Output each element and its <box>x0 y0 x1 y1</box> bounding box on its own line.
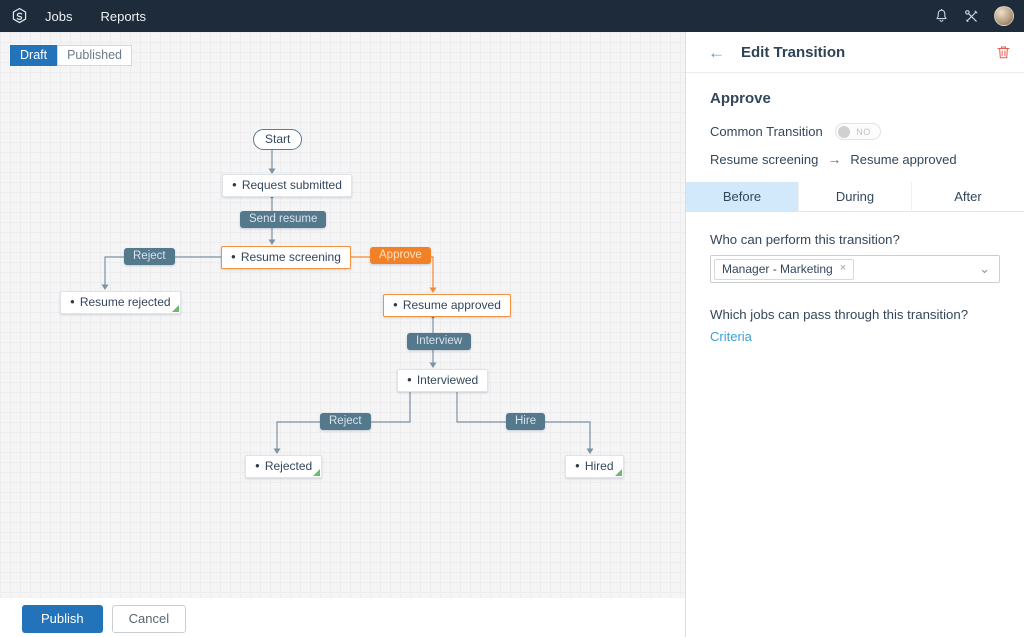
blueprint-canvas[interactable]: Draft Published <box>0 32 685 598</box>
tab-draft[interactable]: Draft <box>10 45 58 66</box>
toggle-knob <box>837 125 850 138</box>
state-dot-icon: ● <box>255 461 260 470</box>
flow-node-resume-rejected[interactable]: ● Resume rejected <box>60 291 181 314</box>
route-from-state: Resume screening <box>710 151 819 167</box>
criteria-link[interactable]: Criteria <box>710 329 752 344</box>
performer-chip-label: Manager - Marketing <box>722 261 833 276</box>
flow-transition-label: Approve <box>379 249 422 261</box>
route-to-state: Resume approved <box>850 151 957 167</box>
flow-transition-reject-screening[interactable]: Reject <box>124 248 175 265</box>
tools-settings-icon[interactable] <box>964 9 979 24</box>
performers-question: Who can perform this transition? <box>710 232 900 247</box>
publish-button[interactable]: Publish <box>22 605 103 633</box>
flow-node-label: Start <box>265 132 291 146</box>
flow-node-label: Resume screening <box>240 250 341 264</box>
tab-during[interactable]: During <box>798 182 911 212</box>
nav-item-reports[interactable]: Reports <box>100 8 146 24</box>
flow-node-label: Resume approved <box>402 298 501 312</box>
common-transition-label: Common Transition <box>710 124 823 139</box>
panel-title: Edit Transition <box>741 43 846 61</box>
user-avatar[interactable] <box>994 6 1014 26</box>
state-dot-icon: ● <box>407 375 412 384</box>
transition-name: Approve <box>710 90 771 107</box>
navbar-right-icons <box>934 6 1014 26</box>
flow-connectors <box>101 149 594 454</box>
flow-node-rejected[interactable]: ● Rejected <box>245 455 323 478</box>
state-dot-icon: ● <box>70 297 75 306</box>
back-arrow-icon[interactable]: ← <box>708 42 725 62</box>
notifications-bell-icon[interactable] <box>934 8 949 24</box>
flow-node-resume-approved[interactable]: ● Resume approved <box>383 294 511 317</box>
arrow-right-icon: → <box>827 151 842 167</box>
top-navbar: Jobs Reports <box>0 0 1024 32</box>
flow-transition-label: Reject <box>329 415 362 427</box>
tab-before[interactable]: Before <box>686 182 798 212</box>
flow-transition-label: Hire <box>515 415 537 427</box>
state-dot-icon: ● <box>393 300 398 309</box>
flow-node-start[interactable]: Start <box>253 129 303 150</box>
state-dot-icon: ● <box>575 461 580 470</box>
common-transition-toggle[interactable]: NO <box>834 123 881 140</box>
flow-node-label: Resume rejected <box>79 295 171 309</box>
nav-item-jobs[interactable]: Jobs <box>45 8 73 24</box>
flow-transition-hire[interactable]: Hire <box>506 413 546 430</box>
tab-published[interactable]: Published <box>57 45 132 66</box>
remove-performer-icon[interactable]: × <box>839 262 847 274</box>
flow-transition-label: Reject <box>133 250 166 262</box>
edit-transition-panel: ← Edit Transition Approve Common Transit… <box>685 32 1024 637</box>
chevron-down-icon[interactable]: ⌄ <box>979 261 990 276</box>
flow-node-request-submitted[interactable]: ● Request submitted <box>222 174 352 197</box>
flow-node-label: Rejected <box>264 459 313 473</box>
cancel-button[interactable]: Cancel <box>111 605 187 633</box>
state-dot-icon: ● <box>232 180 237 189</box>
flow-node-interviewed[interactable]: ● Interviewed <box>397 369 489 392</box>
jobs-question: Which jobs can pass through this transit… <box>710 307 969 322</box>
flow-node-resume-screening[interactable]: ● Resume screening <box>221 246 351 269</box>
transition-route: Resume screening → Resume approved <box>710 151 1000 167</box>
flow-transition-reject-interview[interactable]: Reject <box>320 413 371 430</box>
flow-transition-send-resume[interactable]: Send resume <box>240 211 327 228</box>
delete-transition-icon[interactable] <box>997 45 1010 59</box>
flow-node-hired[interactable]: ● Hired <box>565 455 624 478</box>
app-logo-icon[interactable] <box>10 7 29 26</box>
canvas-footer: Publish Cancel <box>0 598 685 637</box>
toggle-value: NO <box>856 127 871 137</box>
flow-transition-label: Send resume <box>249 213 318 225</box>
panel-header: ← Edit Transition <box>686 32 1024 73</box>
flow-node-label: Request submitted <box>241 178 342 192</box>
flow-transition-label: Interview <box>416 335 463 347</box>
performers-multiselect[interactable]: Manager - Marketing × ⌄ <box>710 255 1000 283</box>
flow-node-label: Hired <box>584 459 614 473</box>
tab-after[interactable]: After <box>911 182 1024 212</box>
flow-transition-interview[interactable]: Interview <box>407 333 472 350</box>
state-dot-icon: ● <box>231 252 236 261</box>
draft-published-toggle: Draft Published <box>10 45 132 66</box>
phase-tabs: Before During After <box>686 182 1024 212</box>
flow-transition-approve[interactable]: Approve <box>370 247 431 264</box>
flow-node-label: Interviewed <box>416 373 479 387</box>
performer-chip[interactable]: Manager - Marketing × <box>714 258 855 280</box>
